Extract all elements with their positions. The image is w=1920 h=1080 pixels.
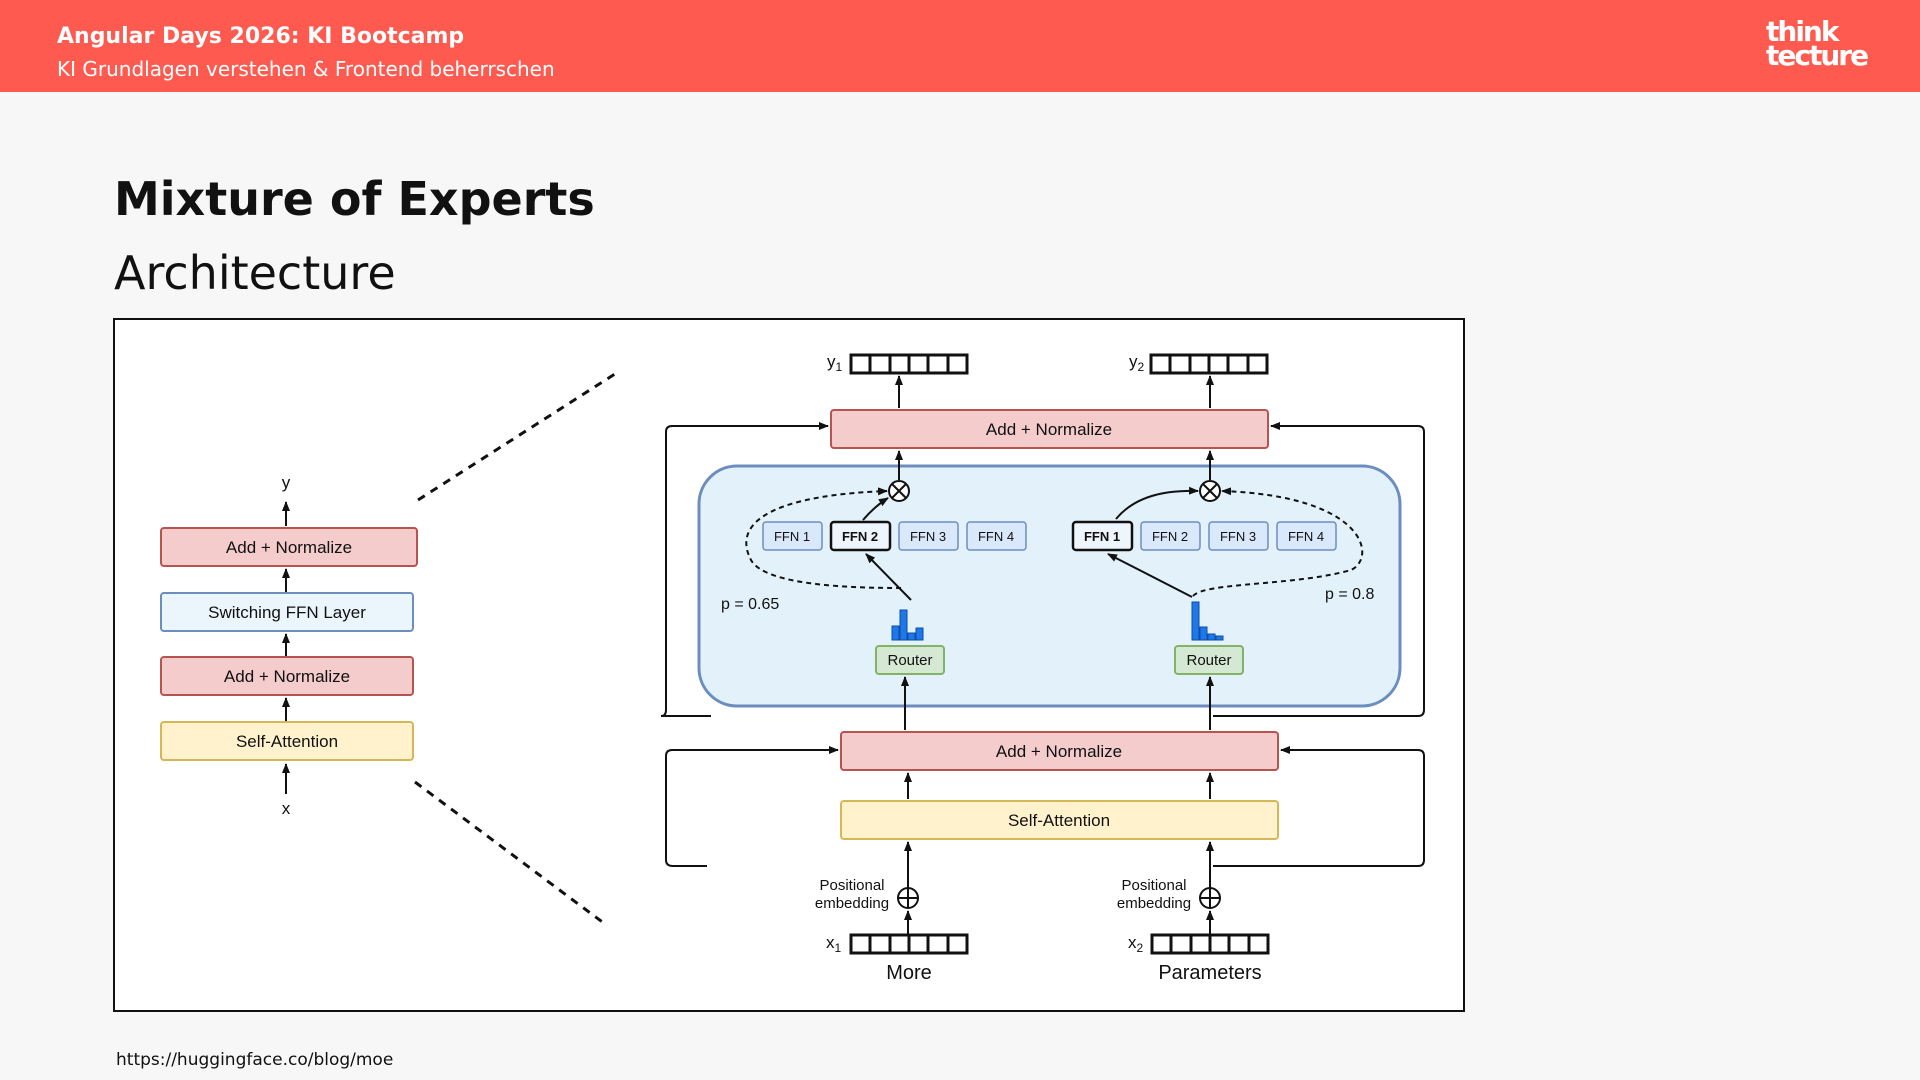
left-input-x-label: x <box>282 799 291 818</box>
right-add-normalize-top-label: Add + Normalize <box>986 420 1112 439</box>
multiply-node-left <box>888 480 910 502</box>
router-right-label: Router <box>1186 652 1231 669</box>
output-y2-label: y2 <box>1129 352 1145 374</box>
router-left <box>875 645 945 675</box>
ffn2-right-label: FFN 2 <box>1152 529 1188 544</box>
router-right-to-ffn1-arrow <box>1107 553 1193 598</box>
p-right-label: p = 0.8 <box>1325 586 1374 603</box>
pos-emb-right-line2: embedding <box>1117 895 1191 912</box>
upper-residual-right <box>1213 422 1425 717</box>
left-add-normalize-top <box>160 527 418 567</box>
ffn1-left <box>762 521 823 551</box>
ffn3-left-label: FFN 3 <box>910 529 946 544</box>
input-x2-label: x2 <box>1128 933 1144 955</box>
right-self-attention-label: Self-Attention <box>1008 811 1110 830</box>
pos-emb-right-line1: Positional <box>1121 877 1186 894</box>
left-self-attention <box>160 721 414 761</box>
ffn1-left-label: FFN 1 <box>774 529 810 544</box>
ffn4-left-label: FFN 4 <box>978 529 1014 544</box>
right-moe-block: y1 y2 Add + Normalize <box>660 352 1425 984</box>
multiply-node-right <box>1199 480 1221 502</box>
ffn3-right-label: FFN 3 <box>1220 529 1256 544</box>
router-left-histogram <box>891 609 924 641</box>
router-left-to-ffn2-arrow <box>865 553 912 601</box>
slide-title: Mixture of Experts <box>114 172 595 226</box>
router-left-label: Router <box>887 652 932 669</box>
ffn2-left-selected <box>829 520 892 552</box>
input-x2-vector <box>1150 933 1270 955</box>
pos-emb-left-line1: Positional <box>819 877 884 894</box>
ffn4-right <box>1276 521 1337 551</box>
left-prob-dashed-path <box>745 487 902 589</box>
ffn4-right-label: FFN 4 <box>1288 529 1324 544</box>
input-x1-label: x1 <box>826 933 842 955</box>
ffn2-left-label: FFN 2 <box>842 529 878 544</box>
ffn1-right-label: FFN 1 <box>1084 529 1120 544</box>
right-add-normalize-top <box>830 409 1269 449</box>
left-transformer-block: y Add + Normalize Switching FFN Layer Ad… <box>160 473 418 818</box>
ffn2-to-mult-arrow <box>862 497 889 521</box>
moe-layer-container <box>697 464 1402 708</box>
left-switching-ffn-label: Switching FFN Layer <box>208 603 366 622</box>
left-add-normalize-top-label: Add + Normalize <box>226 538 352 557</box>
zoom-line-top <box>417 370 619 502</box>
positional-add-node-right <box>1199 887 1221 909</box>
output-y2-vector <box>1149 353 1269 375</box>
moe-diagram-svg: y Add + Normalize Switching FFN Layer Ad… <box>160 352 1425 984</box>
left-add-normalize-bottom-label: Add + Normalize <box>224 667 350 686</box>
zoom-line-bottom <box>414 780 606 926</box>
moe-architecture-figure: y Add + Normalize Switching FFN Layer Ad… <box>113 318 1465 1012</box>
pos-emb-left-line2: embedding <box>815 895 889 912</box>
output-y1-label: y1 <box>827 352 843 374</box>
right-add-normalize-bottom-label: Add + Normalize <box>996 742 1122 761</box>
ffn1-right-selected <box>1071 520 1134 552</box>
left-output-y-label: y <box>282 473 291 492</box>
header-title: Angular Days 2026: KI Bootcamp <box>57 24 465 49</box>
ffn3-right <box>1208 521 1269 551</box>
ffn2-right <box>1140 521 1201 551</box>
ffn1-to-mult-arrow <box>1115 486 1199 520</box>
left-add-normalize-bottom <box>160 656 414 696</box>
source-link[interactable]: https://huggingface.co/blog/moe <box>116 1050 394 1070</box>
ffn4-left <box>966 521 1027 551</box>
logo-line-1: think <box>1766 15 1839 48</box>
thinktecture-logo: think tecture <box>1766 15 1869 72</box>
upper-residual-left <box>660 422 829 717</box>
router-right-histogram <box>1191 601 1224 641</box>
right-add-normalize-bottom <box>840 731 1279 771</box>
input-x1-vector <box>849 933 969 955</box>
left-switching-ffn-layer <box>160 592 414 632</box>
left-self-attention-label: Self-Attention <box>236 732 338 751</box>
ffn3-left <box>898 521 959 551</box>
positional-add-node-left <box>897 887 919 909</box>
right-self-attention <box>840 800 1279 840</box>
header-subtitle: KI Grundlagen verstehen & Frontend beher… <box>57 57 555 81</box>
p-left-label: p = 0.65 <box>721 596 779 613</box>
header-bar: Angular Days 2026: KI Bootcamp KI Grundl… <box>0 0 1920 92</box>
input-word-more: More <box>886 962 932 984</box>
logo-line-2: tecture <box>1766 39 1869 72</box>
router-right <box>1174 645 1244 675</box>
lower-residual-left <box>665 746 839 867</box>
input-word-parameters: Parameters <box>1158 962 1261 984</box>
lower-residual-right <box>1213 746 1425 867</box>
output-y1-vector <box>849 353 969 375</box>
right-prob-dashed-path <box>1192 487 1364 597</box>
slide-subtitle: Architecture <box>114 246 396 300</box>
